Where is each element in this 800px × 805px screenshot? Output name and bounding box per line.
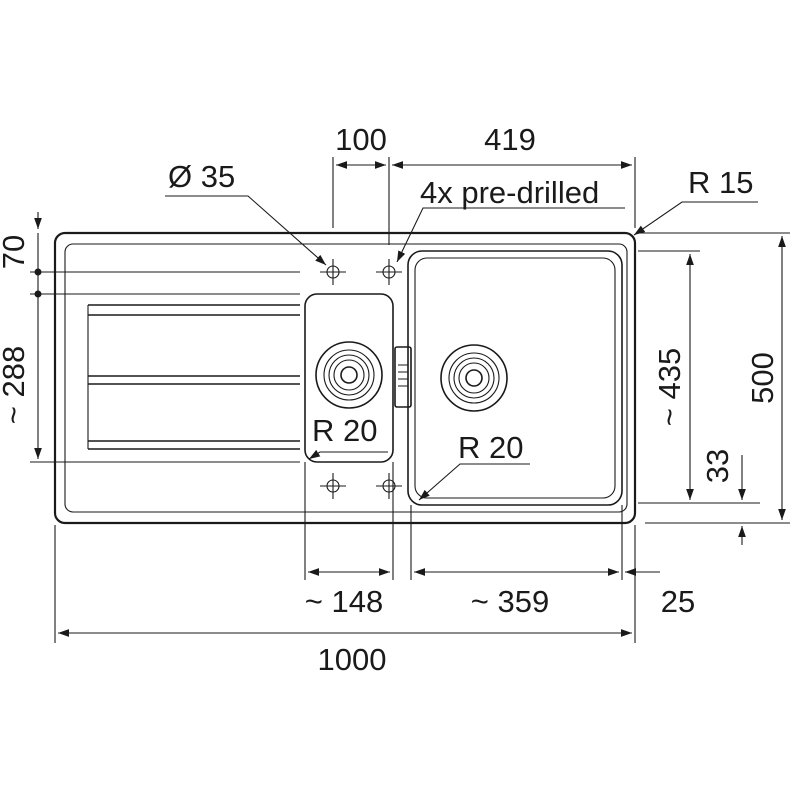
small-bowl	[304, 293, 394, 463]
label-419: 419	[484, 122, 536, 157]
tap-hole-markers	[320, 259, 402, 499]
small-bowl-drain	[315, 341, 383, 409]
label-large-bowl-radius: R 20	[458, 430, 523, 465]
label-hole-diameter: Ø 35	[168, 159, 235, 194]
label-small-bowl-radius: R 20	[312, 413, 377, 448]
label-1000: 1000	[318, 642, 387, 677]
large-bowl	[407, 250, 623, 506]
label-288: ~ 288	[0, 346, 31, 424]
label-359: ~ 359	[471, 584, 549, 619]
dimension-dots	[34, 268, 42, 298]
label-500: 500	[745, 352, 780, 404]
large-bowl-drain	[440, 344, 508, 412]
tap-hole-top-left-icon	[320, 259, 346, 285]
label-predrilled: 4x pre-drilled	[420, 175, 599, 210]
sink-outline	[53, 231, 637, 525]
dimension-lines	[34, 161, 786, 637]
label-25: 25	[661, 584, 695, 619]
label-148: ~ 148	[305, 584, 383, 619]
dimension-labels: 100 419 Ø 35 4x pre-drilled R 15 R 20 R …	[0, 122, 780, 677]
tap-hole-top-right-icon	[376, 259, 402, 285]
leader-lines	[165, 195, 758, 501]
label-100: 100	[335, 122, 387, 157]
tap-hole-bottom-left-icon	[320, 473, 346, 499]
label-33: 33	[700, 449, 735, 483]
label-r15: R 15	[688, 165, 753, 200]
label-70: 70	[0, 235, 31, 269]
extension-lines	[30, 157, 790, 643]
label-435: ~ 435	[652, 348, 687, 426]
tap-hole-bottom-right-icon	[376, 473, 402, 499]
drainer-grooves	[87, 304, 300, 450]
overflow-slot	[394, 346, 412, 408]
